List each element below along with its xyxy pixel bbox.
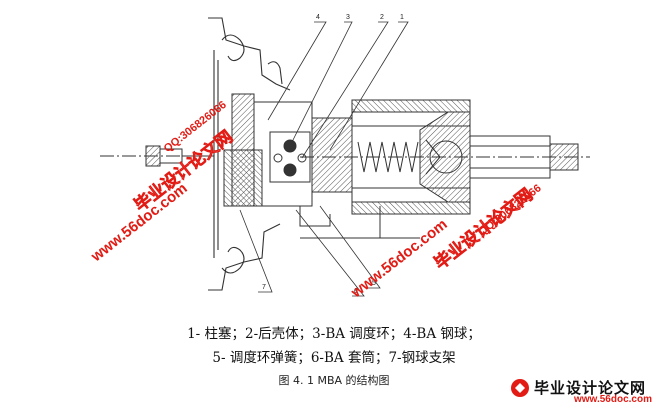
adjusting-ring-spring xyxy=(357,141,419,173)
logo-name: 毕业设计论文网 xyxy=(534,379,647,397)
callout-7: 7 xyxy=(262,284,266,291)
callout-6: 6 xyxy=(354,288,358,295)
mba-structure-diagram: 4 3 2 1 7 6 5 毕业设计论文网 QQ:306826066 www.5… xyxy=(87,14,590,302)
callout-5: 5 xyxy=(372,280,376,287)
caption-parts-line-2: 5- 调度环弹簧；6-BA 套筒；7-钢球支架 xyxy=(212,350,456,366)
watermark-qq-right: QQ:306826066 xyxy=(476,182,543,238)
callout-3: 3 xyxy=(346,14,350,21)
callout-2: 2 xyxy=(380,14,384,21)
booster-shell xyxy=(208,17,291,291)
callout-1: 1 xyxy=(400,14,404,21)
logo-url: www.56doc.com xyxy=(574,394,652,405)
output-tube xyxy=(300,135,590,179)
caption-parts-line-1: 1- 柱塞；2-后壳体；3-BA 调度环；4-BA 钢球； xyxy=(187,326,481,342)
callout-4: 4 xyxy=(316,14,320,21)
logo-mark-icon xyxy=(511,379,529,397)
valve-body xyxy=(223,93,471,215)
site-logo: 毕业设计论文网 www.56doc.com xyxy=(508,376,666,408)
push-rod-fitting xyxy=(100,145,214,167)
leader-lines xyxy=(239,21,409,297)
figure-title: 图 4. 1 MBA 的结构图 xyxy=(278,374,390,387)
